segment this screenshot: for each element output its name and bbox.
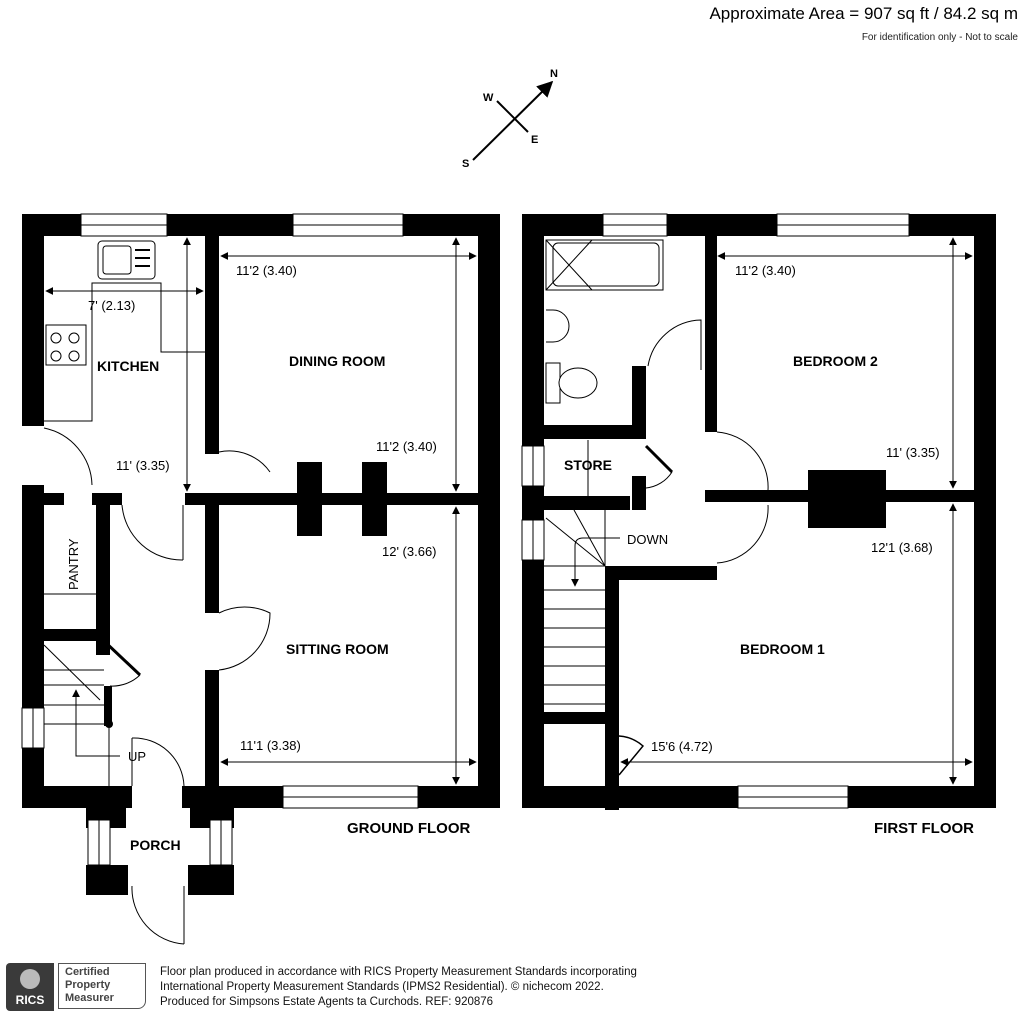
- room-label-dining-room: DINING ROOM: [289, 353, 385, 369]
- dim-sitting-length: 12' (3.66): [382, 544, 437, 559]
- dim-bedroom1-width: 15'6 (4.72): [651, 739, 713, 754]
- compass-e: E: [531, 134, 538, 146]
- room-label-porch: PORCH: [130, 837, 181, 853]
- dim-kitchen-length: 11' (3.35): [116, 458, 170, 473]
- compass-s: S: [462, 158, 469, 170]
- badge-line-1: Certified: [65, 966, 110, 978]
- certified-property-measurer: Certified Property Measurer: [58, 963, 146, 1009]
- first-floor-plan: BEDROOM 2 11'2 (3.40) 11' (3.35) BEDROOM…: [521, 213, 996, 837]
- badge-line-3: Measurer: [65, 992, 114, 1004]
- rics-org-label: RICS: [15, 993, 45, 1007]
- stairs-down-label: DOWN: [627, 532, 668, 547]
- scale-disclaimer: For identification only - Not to scale: [861, 32, 1018, 43]
- footer-disclaimer: Floor plan produced in accordance with R…: [160, 965, 637, 1010]
- room-label-bedroom-1: BEDROOM 1: [740, 641, 825, 657]
- stairs-up-label: UP: [128, 749, 146, 764]
- rics-logo-icon: RICS: [6, 963, 54, 1011]
- footer-line-1: Floor plan produced in accordance with R…: [160, 966, 637, 978]
- dim-dining-width: 11'2 (3.40): [236, 263, 297, 278]
- ground-floor-label: GROUND FLOOR: [347, 820, 470, 837]
- approximate-area: Approximate Area = 907 sq ft / 84.2 sq m: [709, 4, 1018, 23]
- dim-bedroom1-length: 12'1 (3.68): [871, 540, 933, 555]
- dim-dining-length: 11'2 (3.40): [376, 439, 437, 454]
- badge-line-2: Property: [65, 979, 111, 991]
- room-label-pantry: PANTRY: [66, 538, 81, 590]
- first-floor-label: FIRST FLOOR: [874, 820, 974, 837]
- compass-icon: N W E S: [462, 68, 558, 170]
- room-label-sitting-room: SITTING ROOM: [286, 641, 389, 657]
- room-label-bedroom-2: BEDROOM 2: [793, 353, 878, 369]
- dim-kitchen-width: 7' (2.13): [88, 298, 135, 313]
- footer-line-3: Produced for Simpsons Estate Agents ta C…: [160, 996, 494, 1008]
- footer-line-2: International Property Measurement Stand…: [160, 981, 604, 993]
- compass-n: N: [550, 68, 558, 80]
- ground-floor-plan: KITCHEN 7' (2.13) 11' (3.35) DINING ROOM…: [21, 213, 500, 945]
- compass-w: W: [483, 92, 494, 104]
- dim-bedroom2-width: 11'2 (3.40): [735, 263, 796, 278]
- dim-bedroom2-length: 11' (3.35): [886, 445, 940, 460]
- rics-certified-badge: RICS Certified Property Measurer: [6, 963, 150, 1011]
- room-label-kitchen: KITCHEN: [97, 358, 159, 374]
- room-label-store: STORE: [564, 457, 612, 473]
- dim-sitting-width: 11'1 (3.38): [240, 738, 301, 753]
